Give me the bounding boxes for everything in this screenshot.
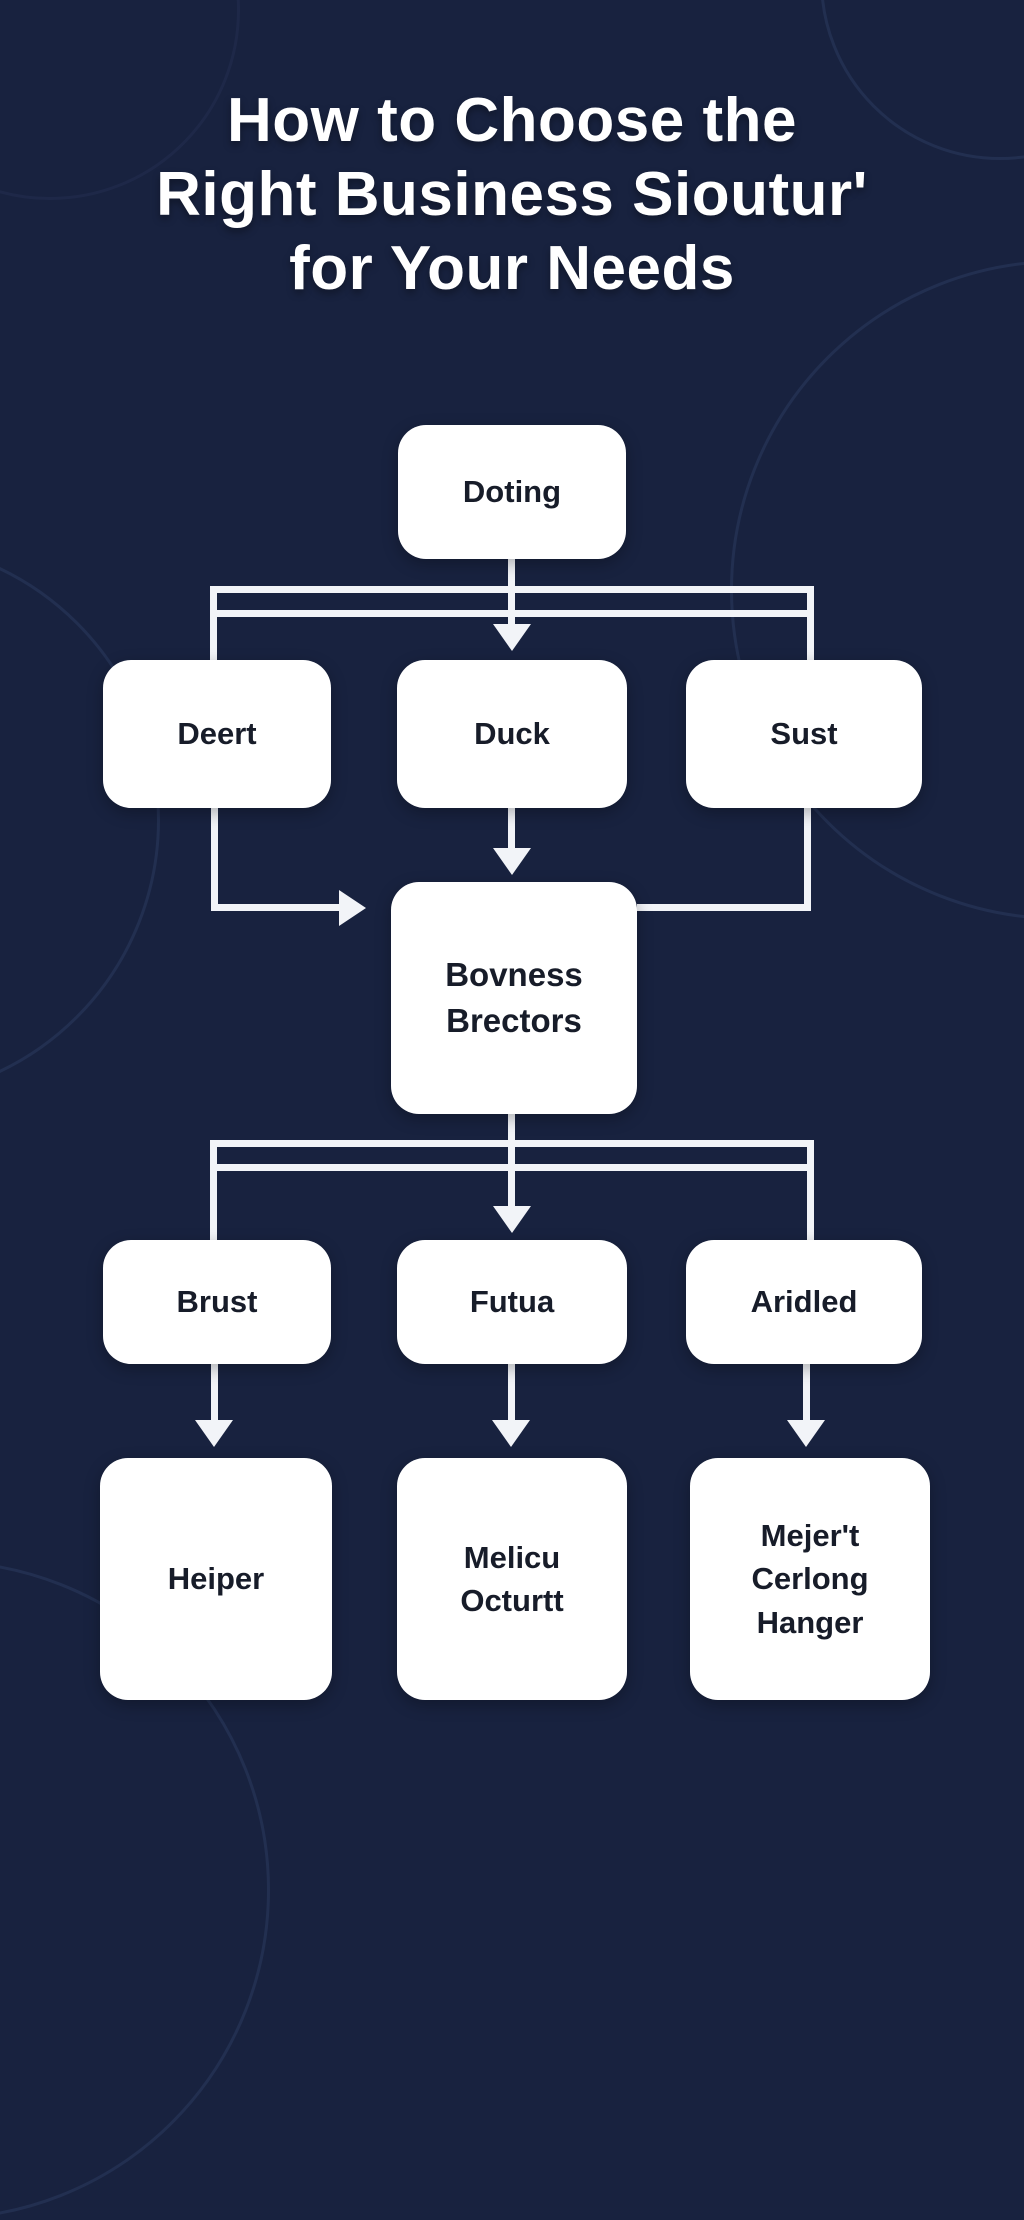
title-line-2: Right Business Sioutur' [156, 160, 868, 229]
flow-node-label: Bovness [445, 955, 583, 993]
edge-branch2-left-drop [210, 1140, 217, 1240]
edge-sust-bovness-vertical [804, 808, 811, 911]
edge-deert-bovness-vertical [211, 808, 218, 911]
flow-node-brust: Brust [103, 1240, 331, 1364]
flow-node-label: Octurtt [460, 1583, 564, 1618]
flow-node-label: Deert [177, 716, 257, 752]
flow-node-label: Duck [474, 716, 550, 752]
flow-node-label: Doting [462, 474, 562, 510]
edge-bovness-branch-bar-bottom [210, 1164, 814, 1171]
edge-brust-heiper-stem [211, 1364, 218, 1422]
title-line-3: for Your Needs [289, 234, 735, 303]
flow-node-sust: Sust [686, 660, 922, 808]
edge-bovness-branch-bar-top [210, 1140, 814, 1147]
flow-node-heiper: Heiper [100, 1458, 332, 1700]
arrowhead-down-to-duck-icon [493, 624, 531, 651]
flow-node-doting: Doting [398, 425, 626, 559]
edge-sust-bovness-horizontal [637, 904, 811, 911]
flow-node-label: Futua [469, 1284, 555, 1320]
flow-node-deert: Deert [103, 660, 331, 808]
flow-node-aridled: Aridled [686, 1240, 922, 1364]
arrowhead-down-to-heiper-icon [195, 1420, 233, 1447]
edge-doting-branch-bar-bottom [210, 610, 814, 617]
flow-node-label: Aridled [750, 1284, 858, 1320]
flow-node-label: Cerlong [751, 1561, 869, 1597]
edge-aridled-mejert-stem [803, 1364, 810, 1422]
edge-bovness-branch-stem [508, 1114, 515, 1206]
flow-node-label: Brust [176, 1284, 258, 1320]
edge-doting-branch-bar-top [210, 586, 814, 593]
arrowhead-down-to-melicu-icon [492, 1420, 530, 1447]
edge-branch-right-drop [807, 586, 814, 662]
arrowhead-down-to-futua-icon [493, 1206, 531, 1233]
edge-branch2-right-drop [807, 1140, 814, 1240]
edge-duck-bovness-stem [508, 808, 515, 850]
edge-futua-melicu-stem [508, 1364, 515, 1422]
edge-deert-bovness-horizontal [211, 904, 339, 911]
arrowhead-right-to-bovness-icon [339, 890, 366, 926]
page-title: How to Choose the Right Business Sioutur… [0, 84, 1024, 306]
flow-node-mejert-cerlong-hanger: Mejer't Cerlong Hanger [690, 1458, 930, 1700]
flow-node-bovness-brectors: Bovness Brectors [391, 882, 637, 1114]
title-line-1: How to Choose the [227, 86, 797, 155]
flow-node-duck: Duck [397, 660, 627, 808]
decorative-circle [0, 540, 160, 1100]
flow-node-label: Hanger [756, 1604, 864, 1640]
flow-node-label: Melicu [463, 1539, 561, 1575]
flow-node-label: Mejer't [760, 1517, 860, 1553]
flow-node-melicu-octurtt: Melicu Octurtt [397, 1458, 627, 1700]
flow-node-futua: Futua [397, 1240, 627, 1364]
arrowhead-down-to-mejert-icon [787, 1420, 825, 1447]
edge-branch-left-drop [210, 586, 217, 662]
flow-node-label: Brectors [446, 1002, 582, 1039]
flow-node-label: Sust [770, 716, 838, 752]
arrowhead-down-to-bovness-icon [493, 848, 531, 875]
flow-node-label: Heiper [167, 1561, 265, 1597]
